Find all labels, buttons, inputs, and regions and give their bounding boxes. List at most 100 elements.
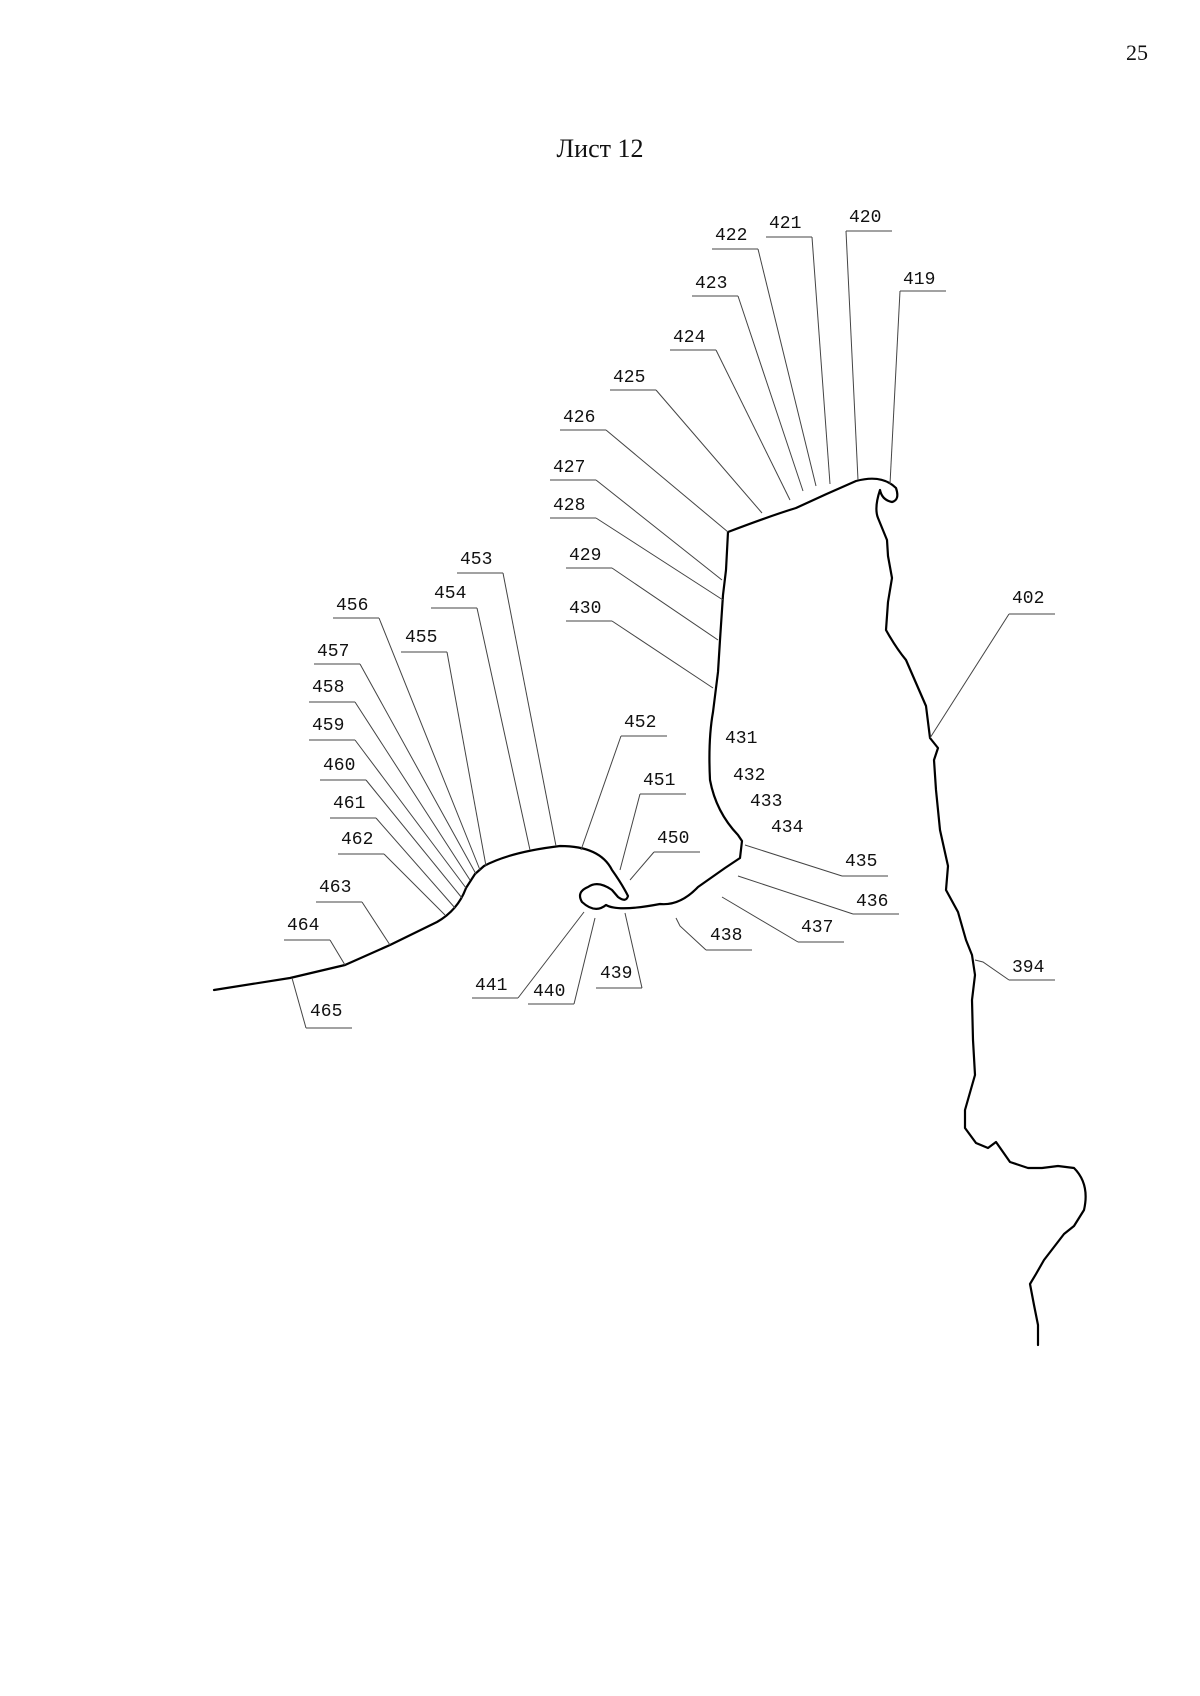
point-label: 451 [643,771,675,791]
point-425: 425 [610,368,763,514]
point-label: 460 [323,756,355,776]
point-426: 426 [560,408,729,533]
point-label: 424 [673,328,705,348]
leader-line [889,290,901,485]
point-462: 462 [338,830,446,916]
leader-line [361,901,391,946]
point-422: 422 [712,226,817,487]
point-label: 439 [600,964,632,984]
point-461: 461 [330,794,456,909]
point-432: 432 [733,766,765,786]
point-453: 453 [457,550,557,847]
leader-line [476,607,531,851]
leader-line [845,230,859,481]
leader-line [365,779,463,899]
point-464: 464 [284,916,346,966]
leader-line [629,851,655,881]
point-label: 434 [771,818,803,838]
leader-line [811,236,831,485]
point-label: 461 [333,794,365,814]
point-label: 428 [553,496,585,516]
point-463: 463 [316,878,391,946]
point-label: 438 [710,926,742,946]
leader-line [611,620,714,689]
point-419: 419 [889,270,946,485]
point-label: 435 [845,852,877,872]
leader-line [354,701,471,881]
point-420: 420 [845,208,892,481]
point-label: 422 [715,226,747,246]
page-number: 25 [1126,40,1148,65]
point-427: 427 [550,458,723,581]
leader-line [721,896,799,943]
point-label: 427 [553,458,585,478]
point-459: 459 [309,716,467,889]
point-label: 464 [287,916,319,936]
point-430: 430 [566,599,714,689]
point-label: 394 [1012,958,1044,978]
point-label: 452 [624,713,656,733]
leader-line [974,959,1010,981]
point-438: 438 [675,917,752,951]
point-label: 457 [317,642,349,662]
point-433: 433 [750,792,782,812]
point-439: 439 [596,912,643,989]
point-label: 420 [849,208,881,228]
point-465: 465 [291,977,352,1029]
leader-line [502,572,557,847]
point-455: 455 [401,628,487,867]
leader-line [580,735,622,851]
point-437: 437 [721,896,844,943]
leader-line [378,617,481,871]
point-440: 440 [528,917,596,1005]
point-label: 432 [733,766,765,786]
leader-line [605,429,729,533]
leader-line [757,248,817,487]
point-431: 431 [725,729,757,749]
leader-line [517,911,585,999]
point-label: 421 [769,214,801,234]
point-424: 424 [670,328,791,501]
point-421: 421 [766,214,831,485]
point-423: 423 [692,274,804,492]
leader-line [744,844,843,877]
point-label: 453 [460,550,492,570]
point-label: 441 [475,976,507,996]
point-label: 433 [750,792,782,812]
point-434: 434 [771,818,803,838]
point-label: 450 [657,829,689,849]
leader-line [329,939,346,966]
point-394: 394 [974,958,1055,981]
point-435: 435 [744,844,888,877]
point-label: 425 [613,368,645,388]
leader-line [737,875,854,915]
point-452: 452 [580,713,667,851]
leader-line [573,917,596,1005]
point-454: 454 [431,584,531,851]
leader-line [737,295,804,492]
point-429: 429 [566,546,719,641]
point-402: 402 [929,589,1055,739]
leader-line [595,517,724,601]
point-label: 465 [310,1002,342,1022]
leader-line [359,663,477,875]
leader-line [446,651,487,867]
coastline-north [726,477,1087,1347]
point-label: 423 [695,274,727,294]
leader-line [595,479,723,581]
leader-line [354,739,467,889]
point-label: 419 [903,270,935,290]
leader-line [715,349,791,501]
point-451: 451 [619,771,686,871]
point-label: 459 [312,716,344,736]
leader-line [291,977,307,1029]
point-label: 402 [1012,589,1044,609]
leader-line [655,389,763,514]
point-label: 454 [434,584,466,604]
leader-line [375,817,456,909]
point-428: 428 [550,496,724,601]
point-label: 462 [341,830,373,850]
point-458: 458 [309,678,471,881]
point-450: 450 [629,829,700,881]
